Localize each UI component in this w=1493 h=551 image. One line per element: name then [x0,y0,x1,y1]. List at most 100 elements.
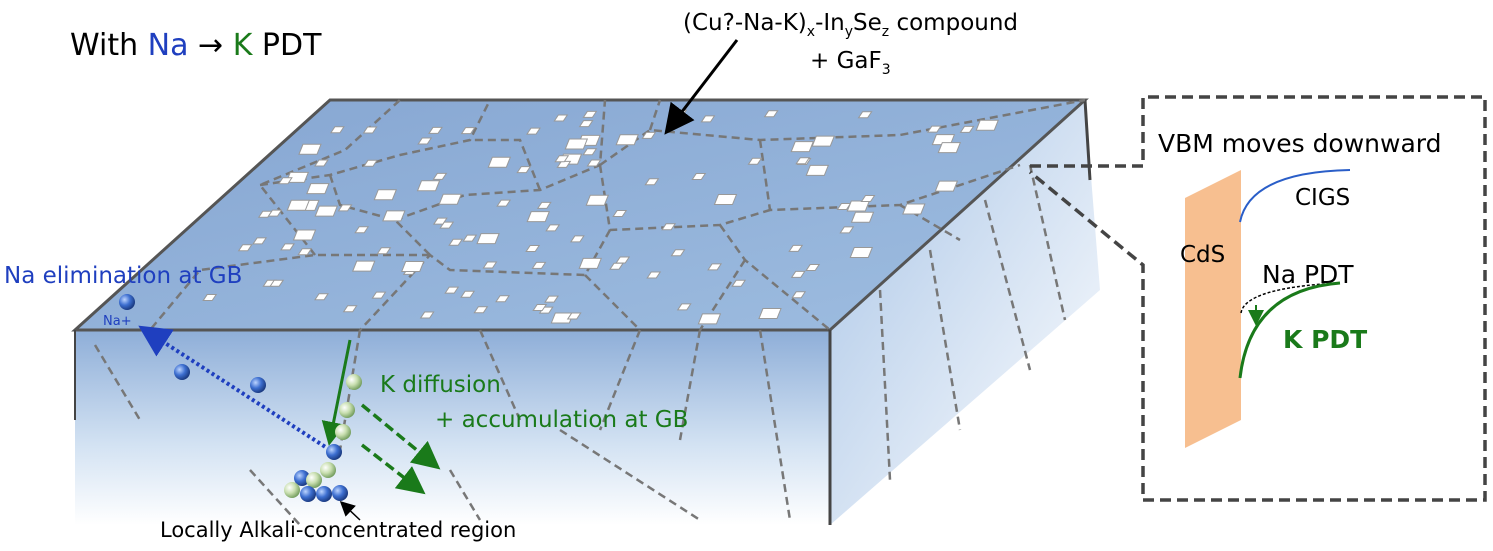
na-ion [316,486,332,502]
compound-particle [252,237,268,245]
compound-particle [926,125,942,133]
compound-particle [586,159,602,167]
compound-particle [438,193,462,205]
compound-particle [691,173,707,181]
compound-particle [351,260,376,272]
k-ion [320,462,336,478]
compound-particle [790,270,806,278]
compound-particle [582,148,598,156]
na-ion [250,377,266,393]
compound-particle [902,203,926,215]
compound-particle [849,246,874,258]
compound-particle [646,271,662,279]
compound-particle [641,131,657,139]
compound-particle [237,244,253,252]
compound-particle [615,256,631,264]
compound-particle [959,125,975,133]
compound-particle [376,247,392,255]
compound-particle [791,291,807,299]
compound-particle [850,211,875,223]
cigs-band-curve [1239,169,1351,223]
na-pdt-band-curve [1240,282,1339,314]
compound-particle [337,204,353,212]
inset-connector-top [1028,95,1487,502]
compound-particle [462,234,478,242]
compound-particle [811,135,836,147]
compound-particle [314,205,338,217]
compound-particle [846,200,871,212]
na-ion [174,364,190,380]
compound-particle [545,224,561,232]
na-ion [332,485,348,501]
compound-particle [578,120,594,128]
compound-particle [419,311,435,319]
compound-particle [298,143,322,155]
compound-particle [612,210,628,218]
cds-layer [1185,170,1241,448]
compound-particle [731,279,747,287]
region-pointer-arrow [339,500,361,521]
compound-particle [416,180,441,192]
compound-particle [371,291,387,299]
compound-particle [401,260,425,272]
na-ion-label: Na+ [103,314,132,329]
cigs-label: CIGS [1295,185,1350,211]
compound-particle [460,127,476,135]
compound-particle [269,279,285,287]
compound-particle [306,183,330,195]
compound-particle [280,243,295,251]
compound-particle [286,199,311,211]
compound-particle [428,126,443,134]
compound-particle [934,180,959,192]
compound-particle [362,126,378,134]
compound-particle [354,226,370,234]
compound-particle [526,211,550,223]
k-accumulation-arrow-2 [360,443,426,495]
compound-particle [553,114,569,122]
k-ion [284,482,300,498]
compound-particle [556,160,572,168]
compound-particle [482,261,498,269]
compound-particle [382,210,406,222]
compound-particle [713,194,738,206]
compound-particle [578,257,602,269]
compound-particle [202,294,218,302]
compound-particle [615,134,639,146]
compound-particle [487,156,512,168]
compound-particle [473,306,489,314]
compound-particle [277,177,293,185]
compound-particle [860,195,876,203]
compound-particle [805,264,821,272]
compound-particle [758,308,782,320]
k-accumulation-label: + accumulation at GB [435,407,688,433]
k-pdt-label: K PDT [1283,325,1367,354]
inset-heading: VBM moves downward [1158,129,1442,158]
compound-particle [314,159,329,167]
compound-particle [644,178,660,186]
compound-particle [697,313,722,325]
compound-particle [496,199,512,207]
compound-particle [532,304,548,312]
compound-particle [531,261,547,269]
na-elimination-label: Na elimination at GB [4,263,242,289]
k-ion [335,424,351,440]
compound-particle [292,229,317,241]
k-diffusion-label: K diffusion [380,372,501,398]
compound-label-line2: + GaF3 [810,48,891,78]
compound-particle [432,172,448,180]
compound-particle [417,137,433,145]
k-ion [346,374,362,390]
compound-particle [297,248,313,256]
compound-particle [569,235,585,243]
compound-particle [550,312,575,324]
compound-pointer-arrow [664,39,739,135]
k-accumulation-arrow-1 [360,403,441,470]
compound-particle [788,244,804,252]
compound-particle [444,286,460,294]
compound-particle [700,115,716,123]
compound-particle [676,303,692,311]
compound-particle [790,141,814,153]
compound-label: (Cu?-Na-K)x-InySez compound [683,10,1018,40]
